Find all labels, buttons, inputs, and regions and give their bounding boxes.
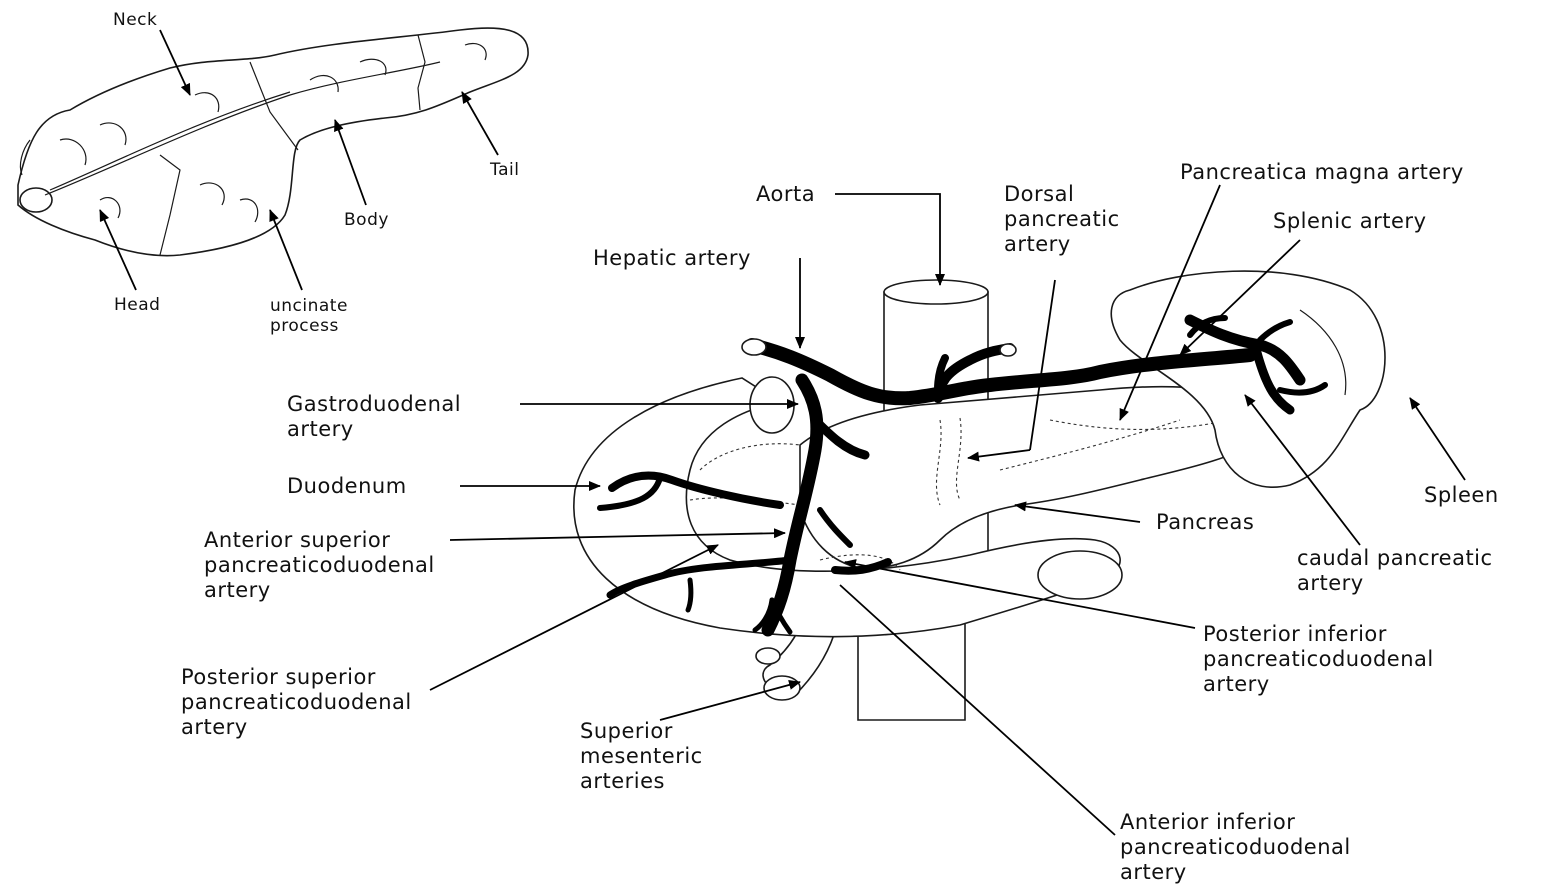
label-tail: Tail bbox=[490, 160, 519, 180]
label-gastroduodenal-artery: Gastroduodenal artery bbox=[287, 392, 461, 442]
label-posterior-superior-pancreaticoduodenal-artery: Posterior superior pancreaticoduodenal a… bbox=[181, 665, 412, 740]
label-body: Body bbox=[344, 210, 389, 230]
label-pancreatica-magna-artery: Pancreatica magna artery bbox=[1180, 160, 1464, 185]
label-neck: Neck bbox=[113, 10, 157, 30]
label-head: Head bbox=[114, 295, 160, 315]
small-pancreas-drawing bbox=[18, 28, 528, 290]
label-splenic-artery: Splenic artery bbox=[1273, 209, 1427, 234]
label-duodenum: Duodenum bbox=[287, 474, 407, 499]
label-caudal-pancreatic-artery: caudal pancreatic artery bbox=[1297, 546, 1493, 596]
label-anterior-inferior-pancreaticoduodenal-artery: Anterior inferior pancreaticoduodenal ar… bbox=[1120, 810, 1351, 885]
label-anterior-superior-pancreaticoduodenal-artery: Anterior superior pancreaticoduodenal ar… bbox=[204, 528, 435, 603]
label-spleen: Spleen bbox=[1424, 483, 1499, 508]
label-superior-mesenteric-arteries: Superior mesenteric arteries bbox=[580, 719, 703, 794]
label-pancreas: Pancreas bbox=[1156, 510, 1254, 535]
label-posterior-inferior-pancreaticoduodenal-artery: Posterior inferior pancreaticoduodenal a… bbox=[1203, 622, 1434, 697]
label-uncinate-process: uncinate process bbox=[270, 296, 348, 336]
label-aorta: Aorta bbox=[756, 182, 815, 207]
label-hepatic-artery: Hepatic artery bbox=[593, 246, 751, 271]
label-dorsal-pancreatic-artery: Dorsal pancreatic artery bbox=[1004, 182, 1120, 257]
